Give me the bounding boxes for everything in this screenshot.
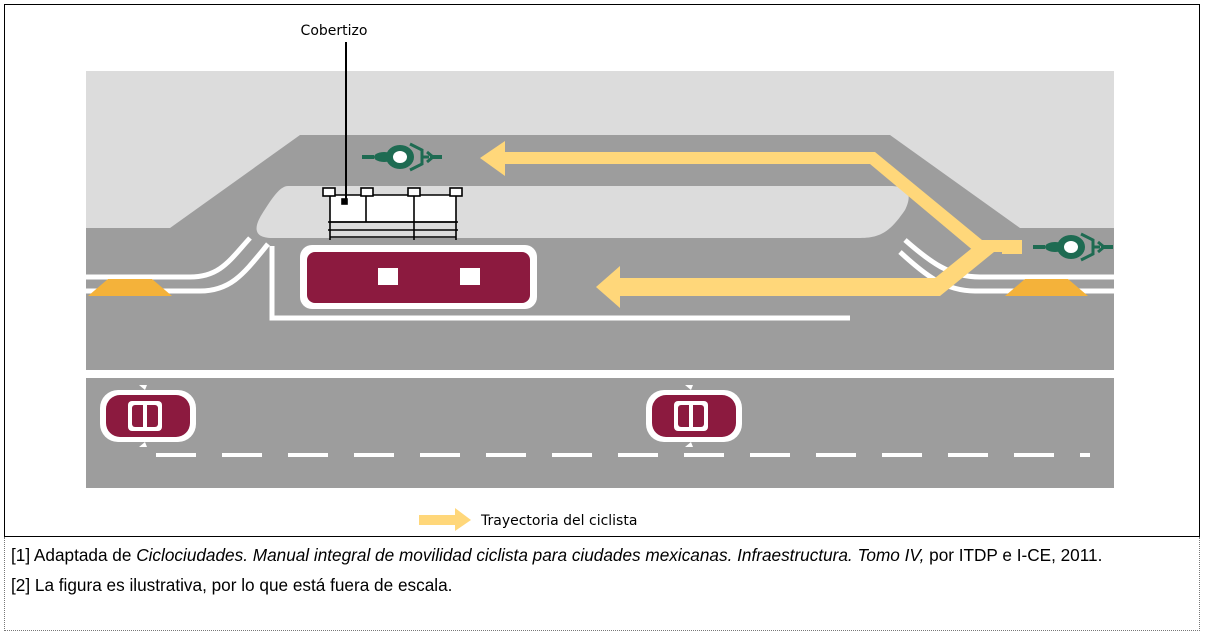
left-bumper bbox=[88, 279, 172, 296]
note-1: [1] Adaptada de Ciclociudades. Manual in… bbox=[11, 545, 1103, 565]
right-bumper bbox=[1005, 279, 1088, 296]
median-line bbox=[86, 370, 1114, 376]
note-2: [2] La figura es ilustrativa, por lo que… bbox=[11, 575, 453, 595]
car-left bbox=[100, 385, 196, 447]
shed bbox=[322, 187, 463, 240]
bus-stop-diagram: Cobertizo Trayectoria del ciclista bbox=[86, 23, 1115, 531]
cyclist-trajectory bbox=[480, 141, 1022, 308]
car-right bbox=[646, 385, 742, 447]
figure-notes: [1] Adaptada de Ciclociudades. Manual in… bbox=[4, 537, 1200, 631]
bus bbox=[300, 245, 537, 309]
legend-label: Trayectoria del ciclista bbox=[480, 513, 637, 529]
shed-label: Cobertizo bbox=[301, 23, 368, 39]
legend-arrow bbox=[419, 508, 471, 531]
note-1-title: Ciclociudades. Manual integral de movili… bbox=[136, 545, 925, 565]
